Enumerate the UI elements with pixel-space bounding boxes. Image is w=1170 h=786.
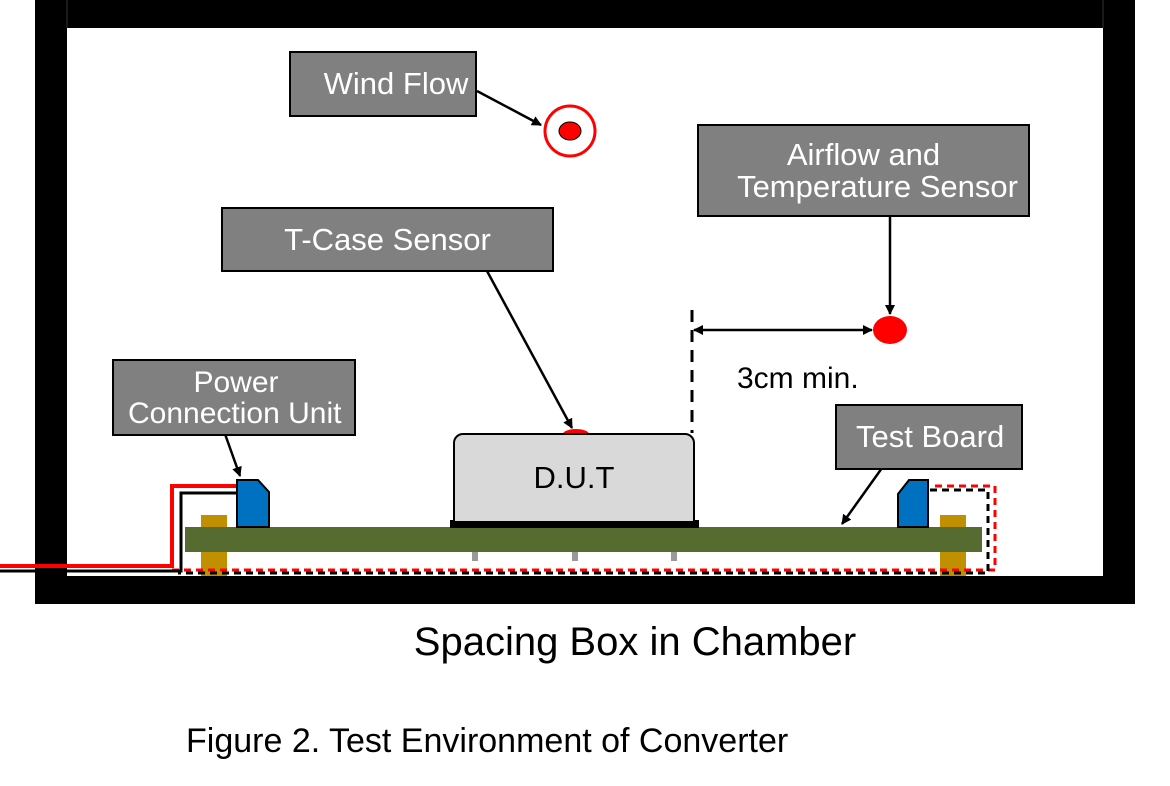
board-pin [572, 552, 578, 561]
chamber-wall-right [1103, 0, 1135, 604]
airflow-sensor-label: Airflow and Temperature Sensor [697, 124, 1030, 217]
spacing-outline-black [178, 488, 990, 575]
power-text-line1: Power [193, 365, 279, 399]
dut-module: D.U.T [453, 433, 695, 523]
test-board-arrow [840, 467, 884, 525]
chamber-wall-bottom [35, 576, 1135, 604]
tcase-sensor-arrow [485, 270, 574, 429]
test-board-pcb [185, 527, 982, 552]
power-cable-black [0, 491, 240, 573]
power-cable-red [0, 484, 240, 568]
figure-caption: Figure 2. Test Environment of Converter [186, 722, 789, 760]
airflow-text-line1: Airflow and [786, 136, 941, 172]
chamber-wall-top [35, 0, 1135, 28]
test-board-text: Test Board [856, 419, 1005, 454]
wind-flow-text: Wind Flow [323, 66, 469, 101]
test-board-label: Test Board [835, 404, 1023, 470]
wind-flow-symbol-dot [558, 121, 582, 141]
dut-text: D.U.T [533, 460, 615, 495]
power-connector-right [897, 479, 929, 528]
airflow-text-line2: Temperature Sensor [737, 168, 1018, 204]
diagram-caption: Spacing Box in Chamber [413, 620, 857, 664]
tcase-sensor-label: T-Case Sensor [221, 207, 554, 272]
wind-flow-arrow [476, 89, 542, 127]
tcase-text: T-Case Sensor [284, 221, 491, 257]
spacing-outline-red [172, 484, 997, 572]
chamber-wall-left [35, 0, 67, 604]
spacing-dimension-text: 3cm min. [737, 362, 859, 395]
power-text-line2: Connection Unit [128, 396, 342, 430]
power-connection-arrow [223, 433, 242, 477]
airflow-sensor-dot [873, 316, 907, 344]
power-connection-label: Power Connection Unit [112, 359, 356, 436]
board-pin [472, 552, 478, 561]
board-pin [671, 552, 677, 561]
wind-flow-label: Wind Flow [289, 51, 477, 117]
power-connector-left [236, 479, 270, 528]
dut-base [450, 520, 699, 528]
